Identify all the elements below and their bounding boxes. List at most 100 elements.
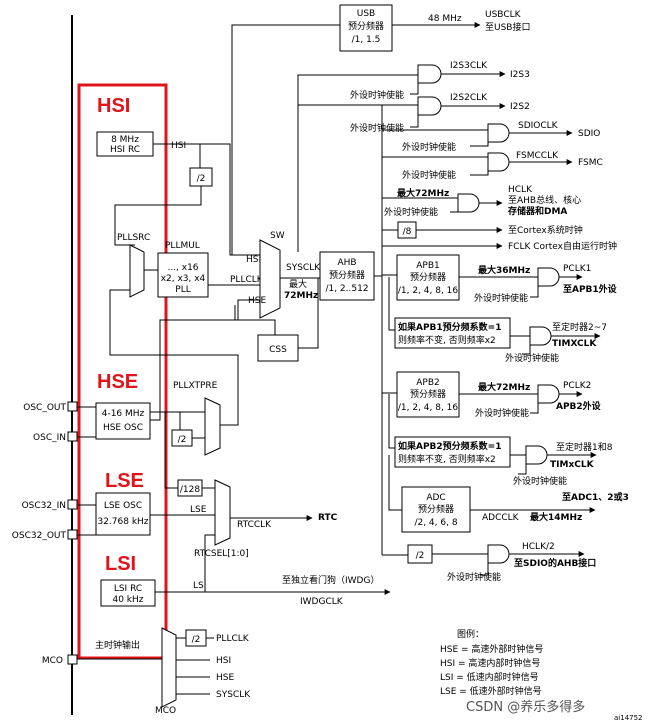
- legend-lse: LSE = 低速外部时钟信号: [440, 685, 542, 697]
- usb-line1: USB: [357, 9, 375, 19]
- hclk-max: 最大72MHz: [397, 187, 449, 199]
- hsi-rc-box: [96, 131, 154, 157]
- sw-label: SW: [270, 231, 285, 241]
- hclk-gate: [457, 193, 480, 213]
- sdio-ahb-div2-label: /2: [416, 551, 425, 561]
- pll-line3: PLL: [175, 285, 190, 295]
- i2s2-enable: 外设时钟使能: [350, 122, 404, 134]
- apb2-prescaler-box: [396, 371, 460, 418]
- lsi-rc-box: [100, 579, 156, 607]
- hclk-dest2: 存储器和DMA: [508, 205, 567, 217]
- i2s2-clk-label: I2S2CLK: [450, 93, 488, 103]
- i2s2-gate: [417, 96, 442, 116]
- div8-label: /8: [403, 227, 412, 237]
- timer2-dest: 至定时器1和8: [556, 441, 613, 453]
- usb-dest: 至USB接口: [485, 21, 530, 33]
- lsi-wire-label: LSI: [193, 581, 206, 591]
- sw-hse-label: HSE: [248, 296, 266, 306]
- timer2-cond2: 则频率不变, 否则频率x2: [398, 453, 496, 465]
- hclk-label: HCLK: [508, 185, 533, 195]
- apb2-dest: APB2外设: [556, 400, 602, 412]
- timer1-in: [388, 277, 395, 331]
- ahb-line3: /1, 2..512: [325, 284, 368, 294]
- i2s2-out-label: I2S2: [510, 102, 530, 112]
- pllsrc-label: PLLSRC: [117, 233, 150, 243]
- apb1-max: 最大36MHz: [478, 264, 530, 276]
- sysclk-label: SYSCLK: [286, 263, 321, 273]
- mco-div2-label: /2: [192, 635, 201, 645]
- pll-line1: ..., x16: [167, 263, 198, 273]
- hse-osc-box: [95, 402, 151, 440]
- hsi-highlight-label: HSI: [97, 95, 130, 117]
- fsmc-gate: [487, 152, 510, 172]
- osc32-in-label: OSC32_IN: [22, 501, 66, 511]
- hclk-enable: 外设时钟使能: [384, 206, 438, 218]
- hsi-wire: [153, 143, 260, 256]
- osc32-out-pin: [67, 529, 78, 540]
- i2s3-clk-label: I2S3CLK: [450, 61, 488, 71]
- rtcsel-label: RTCSEL[1:0]: [194, 549, 249, 559]
- apb2-line2: 预分频器: [410, 388, 446, 400]
- timer1-cond2: 则频率不变, 否则频率x2: [398, 334, 496, 346]
- reference-code: ai14752: [614, 714, 643, 722]
- mco-pin: [67, 654, 78, 665]
- adc-line1: ADC: [426, 493, 445, 503]
- adc-line2: 预分频器: [418, 503, 454, 515]
- sys-max-line2: 72MHz: [284, 291, 318, 301]
- lse-osc-line2: 32.768 kHz: [97, 517, 148, 527]
- rtcsel-mux: [214, 479, 231, 546]
- pllsrc-mux: [129, 244, 145, 298]
- hse-to-css: [234, 305, 276, 335]
- pclk1-gate: [537, 267, 560, 287]
- mco-mux: [161, 627, 177, 708]
- legend-hsi: HSI = 高速内部时钟信号: [440, 657, 540, 669]
- timer1-out-label: TIMXCLK: [552, 339, 597, 349]
- apb1-dest: 至APB1外设: [563, 283, 618, 295]
- sdio-enable-wire: [470, 139, 489, 147]
- main-clock-output-label: 主时钟输出: [95, 639, 140, 651]
- osc32-out-label: OSC32_OUT: [12, 531, 67, 541]
- apb1-line1: APB1: [416, 261, 439, 271]
- osc-in-pin: [67, 431, 78, 442]
- mco-pin-label: MCO: [42, 656, 63, 666]
- pll-line2: x2, x3, x4: [161, 274, 206, 284]
- watermark: CSDN @养乐多得多: [466, 699, 585, 715]
- i2s3-gate: [417, 64, 442, 84]
- osc32-in-pin: [67, 499, 78, 510]
- hse-to-sw: [150, 299, 260, 421]
- adc-line3: /2, 4, 6, 8: [414, 518, 457, 528]
- hse-highlight-label: HSE: [97, 371, 138, 393]
- sdio-ahb-gate: [487, 544, 510, 564]
- pclk2-gate: [537, 384, 560, 404]
- usb-freq: 48 MHz: [428, 14, 462, 24]
- i2s2-enable-wire: [410, 112, 419, 128]
- lsi-to-rtcsel: [204, 534, 215, 592]
- osc-out-pin: [67, 401, 78, 412]
- hse-to-div128: [164, 412, 178, 489]
- timer1-dest: 至定时器2~7: [552, 321, 607, 333]
- oscillator-highlight-frame: [77, 83, 168, 660]
- adc-max: 最大14MHz: [530, 511, 582, 523]
- hsi-wire-label: HSI: [171, 141, 186, 151]
- timer2-out-label: TIMxCLK: [550, 460, 595, 470]
- apb1-enable: 外设时钟使能: [474, 292, 528, 304]
- apb2-max: 最大72MHz: [478, 381, 530, 393]
- apb2-line3: /1, 2, 4, 8, 16: [398, 403, 459, 413]
- mco-pllclk-label: PLLCLK: [216, 634, 250, 644]
- hse-osc-line1: 4-16 MHz: [102, 409, 145, 419]
- hse-div2-label: /2: [178, 435, 187, 445]
- rtcclk-label: RTCCLK: [237, 520, 272, 530]
- apb2-enable-wire: [530, 400, 539, 414]
- iwdg-dest: 至独立看门狗（IWDG）: [282, 574, 379, 586]
- css-box: [257, 334, 299, 362]
- css-label: CSS: [269, 345, 287, 355]
- mco-hsi-label: HSI: [216, 656, 231, 666]
- ahb-line2: 预分频器: [329, 269, 365, 281]
- adcclk-label: ADCCLK: [482, 513, 520, 523]
- lsi-highlight-label: LSI: [105, 553, 136, 575]
- hsi-rc-line1: 8 MHz: [111, 135, 139, 145]
- pllmul-label: PLLMUL: [165, 241, 200, 251]
- sdio-out-label: SDIO: [578, 129, 600, 139]
- i2s3-enable-wire: [410, 80, 419, 95]
- timer1-cond-box: [394, 317, 511, 349]
